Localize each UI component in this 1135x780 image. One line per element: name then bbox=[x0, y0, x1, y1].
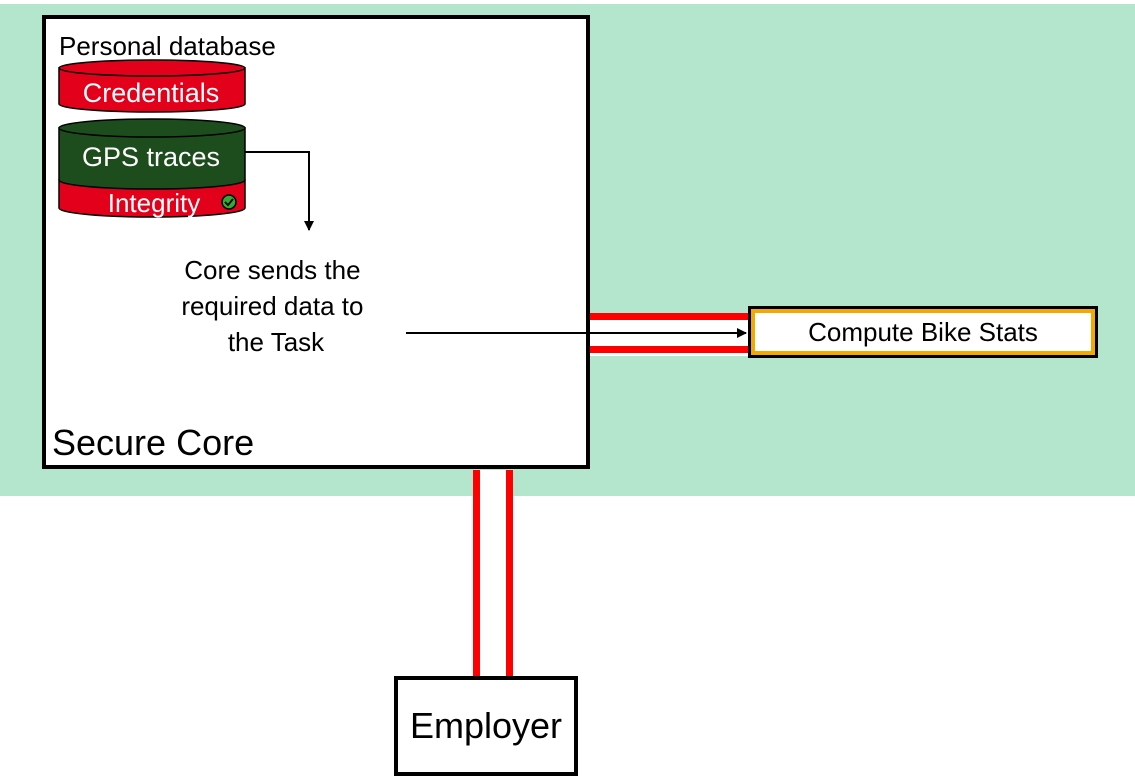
integrity-label: Integrity bbox=[108, 188, 201, 218]
core-employer-channel bbox=[473, 470, 513, 678]
task-label: Compute Bike Stats bbox=[808, 317, 1038, 347]
employer-label: Employer bbox=[410, 705, 562, 746]
secure-core-title: Secure Core bbox=[52, 422, 254, 463]
credentials-db: Credentials bbox=[58, 59, 246, 113]
gps-traces-label: GPS traces bbox=[82, 142, 220, 172]
employer-box: Employer bbox=[394, 676, 578, 776]
database-title: Personal database bbox=[59, 31, 276, 61]
compute-bike-stats-task: Compute Bike Stats bbox=[748, 306, 1098, 358]
credentials-label: Credentials bbox=[83, 78, 220, 108]
annotation-line-1: Core sends the bbox=[184, 255, 360, 285]
check-circle-icon bbox=[221, 194, 237, 210]
gps-traces-db: GPS traces Integrity bbox=[58, 118, 246, 218]
annotation-line-3: the Task bbox=[228, 327, 325, 357]
annotation-line-2: required data to bbox=[181, 291, 363, 321]
gps-to-core-arrow bbox=[245, 151, 314, 231]
core-task-channel bbox=[588, 313, 750, 356]
core-annotation: Core sends the required data to the Task bbox=[181, 255, 370, 357]
